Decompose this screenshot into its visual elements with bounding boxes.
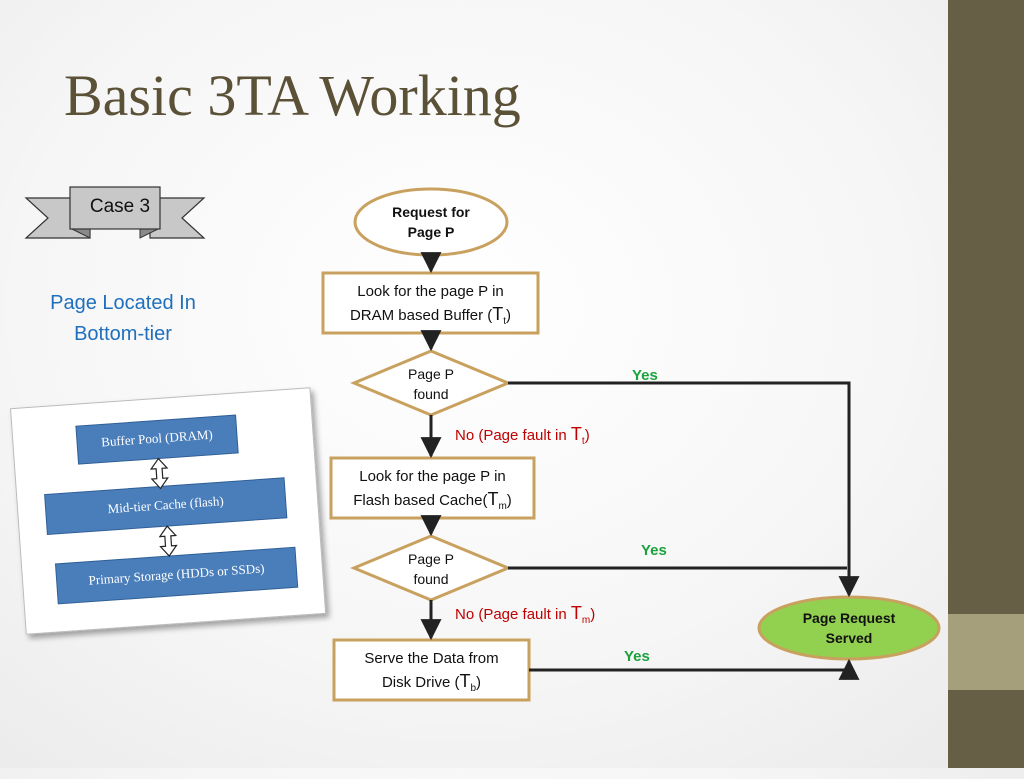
end-label-line2: Served (825, 630, 873, 646)
step-dram-line2: DRAM based Buffer (Tt) (349, 304, 512, 327)
arrow-yes-3 (529, 658, 860, 680)
decision-2-line2: found (413, 571, 449, 587)
case-description: Page Located In Bottom-tier (30, 288, 216, 350)
yes-label-3: Yes (624, 648, 650, 665)
decision-1-line1: Page P (408, 366, 454, 382)
tier-buffer-pool-label: Buffer Pool (DRAM) (100, 426, 214, 450)
case-ribbon-banner (24, 186, 206, 239)
tier-image-card (10, 387, 327, 635)
step-disk-line1: Serve the Data from (364, 650, 499, 667)
decision-2-label: Page P found (381, 549, 481, 589)
decision-1-label: Page P found (381, 364, 481, 404)
step-dram-label: Look for the page P in DRAM based Buffer… (323, 280, 538, 333)
step-disk-label: Serve the Data from Disk Drive (Tb) (334, 647, 529, 700)
tier-mid-label: Mid-tier Cache (flash) (107, 493, 225, 517)
end-label-line1: Page Request (802, 610, 896, 626)
decision-1-line2: found (413, 386, 449, 402)
decision-2-line1: Page P (408, 551, 454, 567)
case-description-line1: Page Located In (50, 292, 196, 314)
step-flash-label: Look for the page P in Flash based Cache… (331, 465, 534, 518)
no-label-2: No (Page fault in Tm) (455, 603, 596, 626)
start-label-line1: Request for (392, 204, 470, 220)
primary-storage-box (54, 546, 299, 605)
start-label: Request for Page P (356, 202, 506, 242)
case-banner-label: Case 3 (89, 196, 151, 217)
step-disk-line2: Disk Drive (Tb) (381, 671, 482, 694)
step-flash-line1: Look for the page P in (359, 468, 506, 485)
slide-title: Basic 3TA Working (64, 63, 521, 128)
yes-label-2: Yes (641, 542, 667, 559)
no-label-1: No (Page fault in Tt) (455, 424, 590, 447)
step-flash-line2: Flash based Cache(Tm) (353, 489, 512, 512)
sidebar-accent-block (948, 614, 1024, 690)
step-flash-box (329, 456, 536, 520)
double-arrow-icon (149, 457, 178, 557)
step-dram-box (321, 271, 540, 335)
case-description-line2: Bottom-tier (74, 323, 172, 345)
start-label-line2: Page P (407, 224, 455, 240)
tier-primary-label: Primary Storage (HDDs or SSDs) (88, 560, 265, 588)
arrow-yes-1 (508, 381, 860, 598)
yes-label-1: Yes (632, 367, 658, 384)
end-label: Page Request Served (774, 608, 924, 648)
step-dram-line1: Look for the page P in (357, 283, 504, 300)
